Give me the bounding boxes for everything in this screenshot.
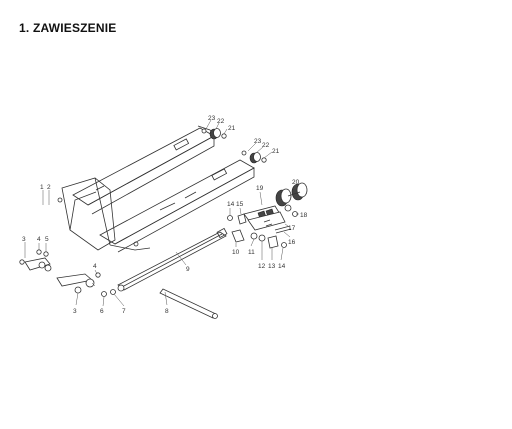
part-label: 14 [278, 263, 286, 270]
leader-lines [24, 119, 299, 307]
part-label: 3 [73, 308, 77, 315]
part-label: 16 [288, 239, 296, 246]
wheel-assembly [275, 182, 308, 207]
part-label: 4 [37, 236, 41, 243]
part-label: 11 [248, 249, 255, 256]
part-label: 6 [100, 308, 104, 315]
part-labels: 1 2 3 3 4 4 5 6 7 8 9 10 11 12 13 14 14 … [22, 115, 308, 315]
part-label: 8 [165, 308, 169, 315]
pallet-truck-frame [57, 125, 255, 253]
fork-wheel-right [241, 150, 267, 164]
left-linkage [19, 249, 116, 297]
page-title: 1. ZAWIESZENIE [19, 21, 117, 35]
part-label: 20 [292, 179, 300, 186]
push-rod [117, 227, 228, 292]
part-label: 23 [208, 115, 216, 122]
part-label: 21 [272, 148, 280, 155]
part-label: 1 [40, 184, 44, 191]
part-label: 22 [217, 118, 225, 125]
part-label: 7 [122, 308, 126, 315]
part-label: 5 [45, 236, 49, 243]
part-label: 3 [22, 236, 26, 243]
fork-wheel-left [201, 128, 227, 140]
right-bracket-assembly [227, 204, 298, 249]
part-label: 12 [258, 263, 266, 270]
part-label: 10 [232, 249, 240, 256]
part-label: 15 [236, 201, 244, 208]
part-label: 23 [254, 138, 262, 145]
part-label: 14 [227, 201, 235, 208]
part-label: 22 [262, 142, 270, 149]
part-label: 19 [256, 185, 264, 192]
part-label: 13 [268, 263, 276, 270]
part-label: 18 [300, 212, 308, 219]
part-label: 17 [288, 225, 296, 232]
part-label: 4 [93, 263, 97, 270]
long-rod [159, 288, 218, 319]
part-label: 9 [186, 266, 190, 273]
part-label: 21 [228, 125, 236, 132]
part-label: 2 [47, 184, 51, 191]
